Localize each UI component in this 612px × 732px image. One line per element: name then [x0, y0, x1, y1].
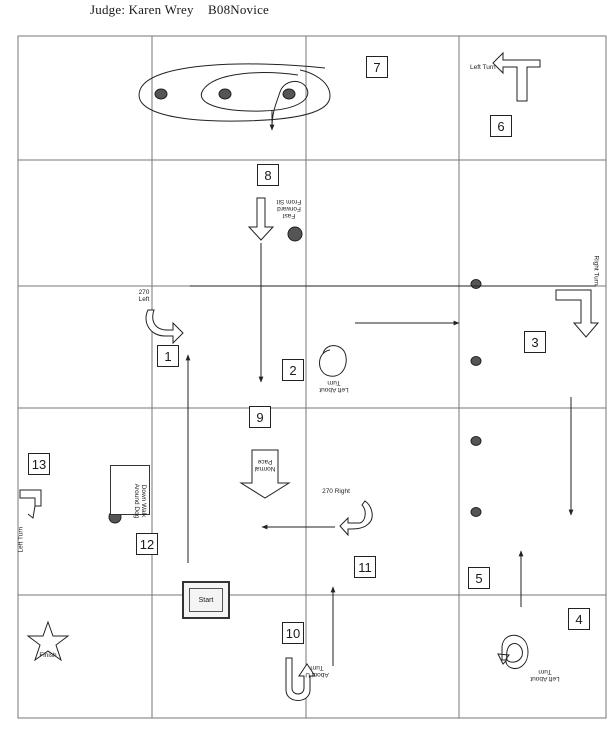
finish-label: Finish [39, 652, 57, 659]
start-label: Start [189, 588, 223, 612]
finish-star [26, 620, 70, 662]
sign-down-walk-around-label: Down Walk Around Dog [133, 483, 147, 519]
cone-7c [282, 88, 296, 100]
station-6: 6 [490, 115, 512, 137]
sign-left-turn-13: Left Turn [17, 526, 25, 553]
sign-down-walk-around-12: Down Walk Around Dog [110, 465, 150, 518]
left-turn-arrow-6 [492, 51, 541, 102]
judge-name: Judge: Karen Wrey [90, 2, 194, 17]
station-4: 4 [568, 608, 590, 630]
sign-right-turn-3: Right Turn [592, 255, 600, 286]
station-8: 8 [257, 164, 279, 186]
station-2: 2 [282, 359, 304, 381]
station-7: 7 [366, 56, 388, 78]
ring-border [17, 35, 607, 719]
station-11: 11 [354, 556, 376, 578]
cone-3b [470, 356, 482, 366]
start-sign: Start [182, 581, 230, 619]
arrow-270-right [339, 500, 373, 537]
sign-left-about-turn-4: Left About Turn [530, 668, 560, 682]
left-turn-arrow-13 [19, 489, 42, 519]
spiral-arrow-2 [319, 345, 347, 377]
arrow-270-left [145, 309, 184, 345]
u-turn-arrow-4 [497, 634, 529, 669]
station-3: 3 [524, 331, 546, 353]
station-12: 12 [136, 533, 158, 555]
inner-loop [200, 72, 309, 129]
outer-loop [138, 63, 331, 122]
ring-grid [17, 35, 607, 719]
station-9: 9 [249, 406, 271, 428]
sign-about-u-turn-10: About U Turn [305, 664, 329, 678]
class-code: B08Novice [208, 2, 270, 17]
sign-left-turn-6: Left Turn [470, 64, 496, 71]
cone-5b [470, 507, 482, 517]
sign-left-about-turn-2: Left About Turn [319, 379, 349, 393]
down-arrow-8 [247, 197, 275, 241]
sign-glyphs [19, 51, 600, 701]
station-10: 10 [282, 622, 304, 644]
cones [108, 88, 482, 524]
cone-8 [287, 226, 303, 242]
path-lines [185, 243, 596, 666]
right-turn-arrow-3 [555, 289, 600, 338]
u-turn-arrow-10 [285, 657, 316, 701]
sign-fast-forward-8: Fast Forward From Sit [276, 198, 302, 219]
station-1: 1 [157, 345, 179, 367]
cone-7a [154, 88, 168, 100]
station-5: 5 [468, 567, 490, 589]
down-arrow-9 [239, 449, 291, 499]
cone-5a [470, 436, 482, 446]
serpentine-loops [138, 63, 331, 131]
station-13: 13 [28, 453, 50, 475]
cone-3a [470, 279, 482, 289]
sign-270-left: 270 Left [138, 289, 150, 303]
cone-7b [218, 88, 232, 100]
sign-normal-pace-9: Normal Pace [254, 458, 276, 472]
sign-270-right: 270 Right [322, 488, 350, 495]
